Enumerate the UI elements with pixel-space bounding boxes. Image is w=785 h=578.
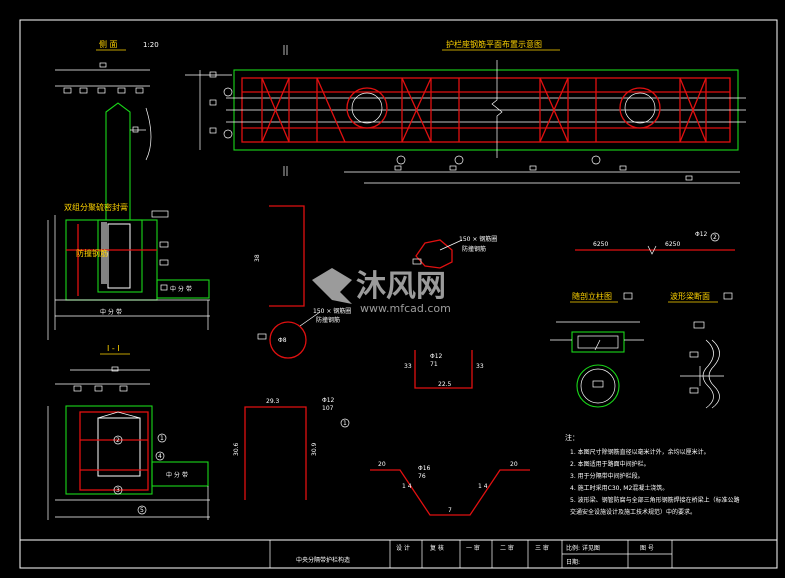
side-view-scale: 1:20	[143, 41, 159, 49]
svg-text:29.3: 29.3	[266, 398, 280, 405]
svg-text:Φ16: Φ16	[418, 465, 431, 472]
section-road-label: 中 分 带	[166, 471, 188, 479]
beam-section: 波形梁断面	[668, 291, 733, 409]
beam-section-title: 波形梁断面	[670, 291, 710, 301]
side-view: 侧 面 1:20 中 分 带 双组分聚硫密封膏 防撞钢筋 中 分 带	[47, 39, 210, 340]
drawing-border	[19, 19, 778, 569]
svg-text:20: 20	[510, 461, 518, 468]
note-item: 5. 波形梁、钢管防腐与全部三角形钢筋焊接在桥梁上（标准公路	[570, 496, 740, 504]
svg-text:1 4: 1 4	[402, 483, 412, 490]
svg-text:33: 33	[476, 363, 484, 370]
svg-text:Φ12: Φ12	[695, 231, 708, 238]
rebar-b-label: 150 × 钢筋圈	[459, 235, 497, 243]
svg-text:71: 71	[430, 361, 438, 368]
svg-text:Φ12: Φ12	[430, 353, 443, 360]
svg-text:1 4: 1 4	[478, 483, 488, 490]
watermark-brand: 沐风网	[356, 269, 446, 304]
rebar-details: 38 Φ8 150 × 钢筋圈 防撞钢筋 150 × 钢筋圈 防撞钢筋 Φ12 …	[233, 205, 735, 516]
note-item: 交通安全设施设计及施工技术规范）中的要求。	[570, 508, 696, 516]
watermark-url: www.mfcad.com	[360, 302, 451, 315]
svg-text:6250: 6250	[593, 241, 608, 248]
note-item: 2. 本图适用于路面中间护栏。	[570, 460, 650, 468]
rebar-a-sublabel: 防撞钢筋	[316, 316, 340, 324]
svg-text:30.6: 30.6	[233, 442, 240, 456]
svg-text:4: 4	[158, 453, 162, 460]
title-block: 中央分隔带护栏构造 设 计 复 核 一 审 二 审 三 审 比例: 详见图 图 …	[20, 539, 777, 568]
rebar-b-sublabel: 防撞钢筋	[462, 245, 486, 253]
svg-text:1: 1	[343, 420, 347, 427]
side-center-label: 中 分 带	[100, 308, 122, 316]
column-detail: 随剖立柱图	[550, 291, 644, 408]
svg-text:3: 3	[116, 487, 120, 494]
svg-text:Φ8: Φ8	[278, 337, 287, 344]
svg-text:38: 38	[254, 254, 261, 262]
note-item: 1. 本图尺寸除钢筋直径以毫米计外，余均以厘米计。	[570, 448, 710, 456]
tb-drawing-no: 图 号	[640, 545, 654, 552]
side-view-title: 侧 面	[99, 39, 118, 49]
column-detail-title: 随剖立柱图	[572, 291, 612, 301]
watermark: 沐风网 www.mfcad.com	[312, 268, 451, 315]
side-road-label: 中 分 带	[170, 285, 192, 293]
note-item: 3. 用于分隔带中间护栏段。	[570, 472, 644, 480]
section-1-1: I - I 中 分 带 1 2 3 4 5	[47, 344, 210, 520]
svg-text:7: 7	[448, 507, 452, 514]
rebar-a-label: 150 × 钢筋圈	[313, 307, 351, 315]
watermark-logo	[312, 268, 352, 304]
tb-check3: 三 审	[535, 544, 549, 552]
tb-check2: 二 审	[500, 544, 514, 552]
drawing-name: 中央分隔带护栏构造	[296, 556, 350, 564]
svg-text:2: 2	[713, 234, 717, 241]
plan-view-title: 护栏座钢筋平面布置示意图	[446, 39, 542, 49]
svg-text:76: 76	[418, 473, 426, 480]
tb-review: 复 核	[430, 544, 444, 552]
tb-check1: 一 审	[466, 544, 480, 552]
svg-text:30.9: 30.9	[311, 442, 318, 456]
section-1-1-title: I - I	[107, 344, 120, 353]
anti-collision-label: 防撞钢筋	[76, 248, 108, 258]
svg-text:20: 20	[378, 461, 386, 468]
svg-text:Φ12: Φ12	[322, 397, 335, 404]
note-item: 4. 施工时采用C30, M2混凝土浇筑。	[570, 484, 668, 492]
svg-text:1: 1	[160, 435, 164, 442]
drain-material-label: 双组分聚硫密封膏	[64, 202, 128, 212]
notes: 注： 1. 本图尺寸除钢筋直径以毫米计外，余均以厘米计。 2. 本图适用于路面中…	[565, 433, 740, 516]
svg-text:107: 107	[322, 405, 334, 412]
plan-view: 护栏座钢筋平面布置示意图	[185, 39, 746, 184]
svg-text:5: 5	[140, 507, 144, 514]
svg-text:6250: 6250	[665, 241, 680, 248]
svg-text:33: 33	[404, 363, 412, 370]
tb-date: 日期:	[566, 558, 580, 566]
svg-text:2: 2	[116, 437, 120, 444]
svg-text:22.5: 22.5	[438, 381, 452, 388]
tb-design: 设 计	[396, 544, 410, 552]
notes-heading: 注：	[565, 433, 579, 442]
tb-scale: 比例: 详见图	[566, 544, 600, 552]
